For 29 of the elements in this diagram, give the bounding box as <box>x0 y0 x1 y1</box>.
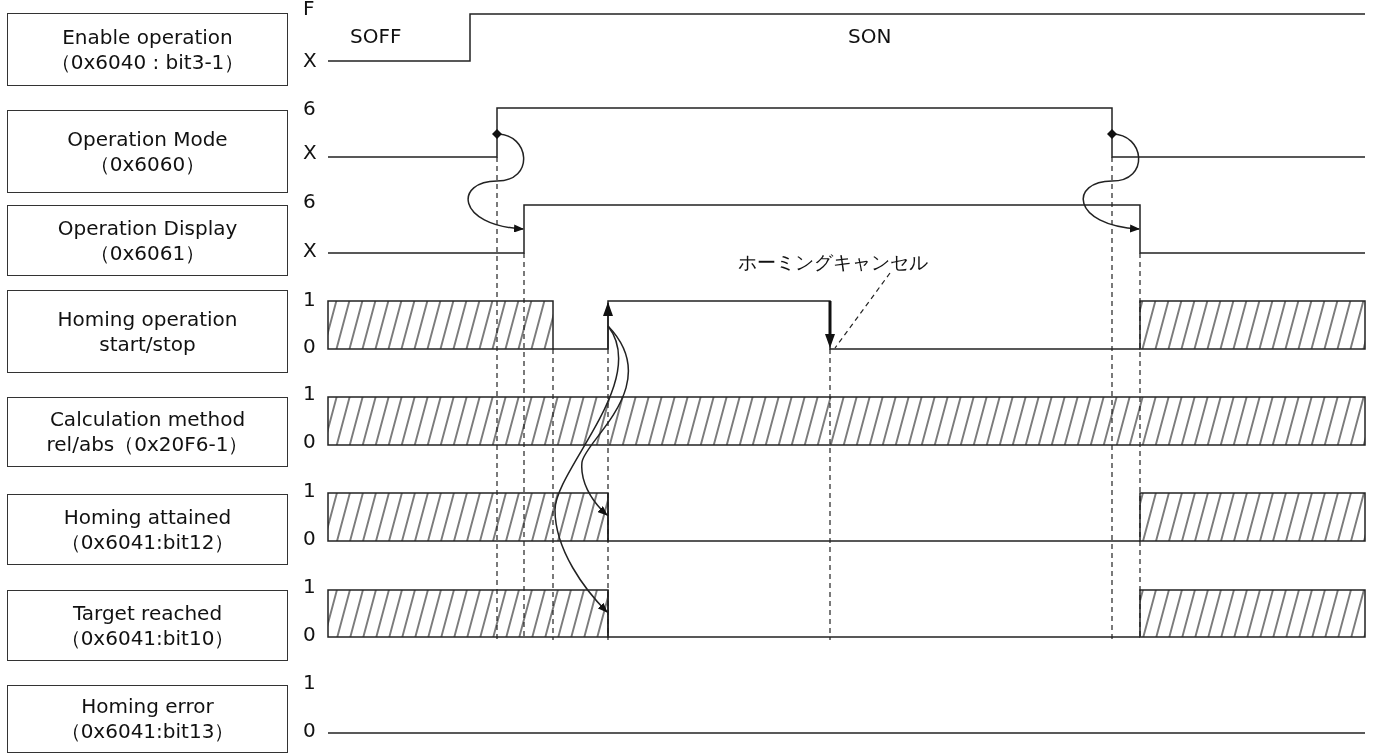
level-label: 6 <box>303 190 316 212</box>
level-label: 1 <box>303 288 316 310</box>
level-label: 1 <box>303 671 316 693</box>
level-label: 0 <box>303 430 316 452</box>
state-label: SON <box>848 25 892 47</box>
level-label: X <box>303 141 317 163</box>
signal-name-box: Operation Mode （0x6060） <box>7 110 288 193</box>
level-label: X <box>303 239 317 261</box>
level-label: 0 <box>303 527 316 549</box>
callout-text: ホーミングキャンセル <box>738 251 928 273</box>
falling-edge-arrow <box>825 301 835 348</box>
level-label: 6 <box>303 97 316 119</box>
leader-line <box>834 272 891 349</box>
level-label: X <box>303 49 317 71</box>
state-label: SOFF <box>350 25 402 47</box>
level-label: 0 <box>303 623 316 645</box>
level-label: 0 <box>303 719 316 741</box>
level-label: 1 <box>303 575 316 597</box>
signal-name-box: Enable operation （0x6040 : bit3-1） <box>7 13 288 86</box>
level-label: 1 <box>303 479 316 501</box>
signal-name-box: Target reached （0x6041:bit10） <box>7 590 288 661</box>
signal-name-box: Operation Display （0x6061） <box>7 205 288 276</box>
level-label: 1 <box>303 382 316 404</box>
level-label: 0 <box>303 335 316 357</box>
signal-name-box: Homing operation start/stop <box>7 290 288 373</box>
signal-name-box: Homing error （0x6041:bit13） <box>7 685 288 753</box>
signal-name-box: Homing attained （0x6041:bit12） <box>7 494 288 565</box>
level-label: F <box>303 0 315 19</box>
signal-name-box: Calculation method rel/abs（0x20F6-1） <box>7 397 288 467</box>
